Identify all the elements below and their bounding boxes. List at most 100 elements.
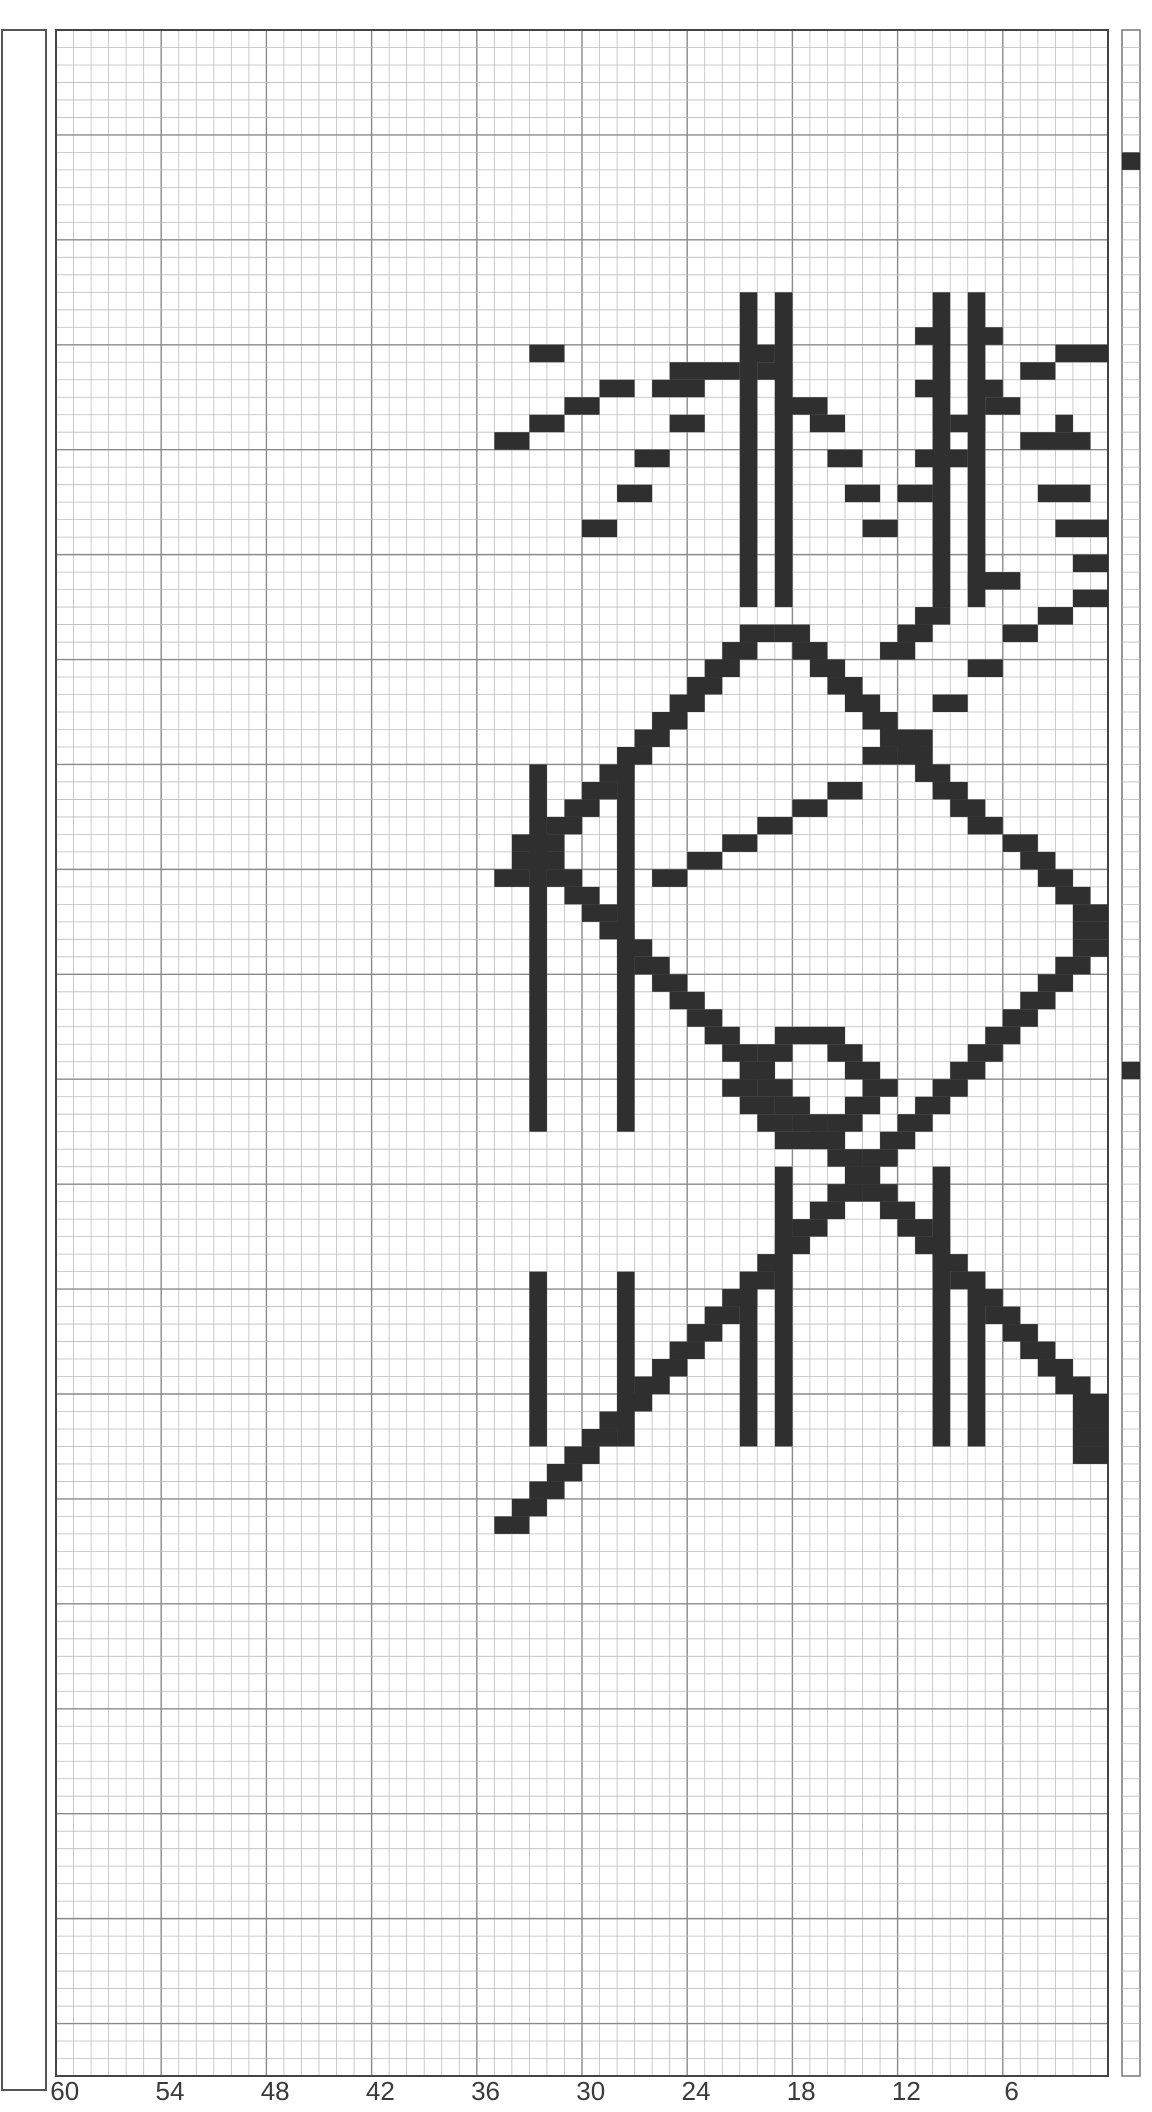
stitch-block xyxy=(582,904,617,921)
stitch-column xyxy=(933,292,951,607)
x-tick-label: 12 xyxy=(892,2076,921,2106)
stitch-block xyxy=(1020,432,1090,449)
stitch-block xyxy=(863,712,898,729)
stitch-block xyxy=(670,695,705,712)
stitch-block xyxy=(1038,485,1091,502)
stitch-block xyxy=(775,1027,845,1044)
stitch-block xyxy=(740,1062,775,1079)
stitch-block xyxy=(1073,1411,1108,1428)
stitch-block xyxy=(722,1044,757,1061)
stitch-block xyxy=(494,432,529,449)
stitch-block xyxy=(827,782,862,799)
stitch-block xyxy=(529,415,564,432)
stitch-column xyxy=(775,1167,793,1447)
stitch-block xyxy=(1073,555,1108,572)
stitch-block xyxy=(792,1114,827,1131)
x-tick-label: 42 xyxy=(366,2076,395,2106)
stitch-block xyxy=(564,397,599,414)
stitch-column xyxy=(529,764,547,1131)
stitch-column xyxy=(775,292,793,607)
stitch-block xyxy=(1073,1446,1108,1463)
stitch-block xyxy=(775,1097,810,1114)
stitch-block xyxy=(1055,1377,1090,1394)
stitch-column xyxy=(617,764,635,1131)
stitch-block xyxy=(1073,922,1108,939)
stitch-block xyxy=(757,1044,792,1061)
stitch-block xyxy=(845,1062,880,1079)
stitch-column xyxy=(740,292,758,607)
stitch-block xyxy=(933,695,968,712)
stitch-block xyxy=(950,1062,985,1079)
stitch-block xyxy=(827,1184,862,1201)
stitch-block xyxy=(652,712,687,729)
stitch-block xyxy=(652,1359,687,1376)
stitch-block xyxy=(757,817,792,834)
stitch-block xyxy=(827,1149,862,1166)
x-tick-label: 6 xyxy=(1004,2076,1018,2106)
stitch-block xyxy=(898,485,933,502)
stitch-block xyxy=(722,642,757,659)
stitch-block xyxy=(898,1114,933,1131)
stitch-block xyxy=(740,1097,775,1114)
stitch-column xyxy=(529,1272,547,1447)
stitch-block xyxy=(687,852,722,869)
stitch-block xyxy=(898,1219,933,1236)
stitch-block xyxy=(705,1027,740,1044)
stitch-column xyxy=(617,1272,635,1447)
stitch-block xyxy=(1020,852,1055,869)
stitch-block xyxy=(845,695,880,712)
stitch-block xyxy=(985,397,1020,414)
stitch-block xyxy=(985,1027,1020,1044)
stitch-block xyxy=(950,799,985,816)
stitch-block xyxy=(617,485,652,502)
stitch-block xyxy=(670,415,705,432)
stitch-column xyxy=(968,1272,986,1447)
stitch-block xyxy=(792,642,827,659)
stitch-block xyxy=(635,957,670,974)
stitch-block xyxy=(1020,362,1055,379)
stitch-block xyxy=(775,1132,845,1149)
stitch-block xyxy=(582,782,617,799)
stitch-block xyxy=(635,450,670,467)
stitch-block xyxy=(635,1377,670,1394)
stitch-block xyxy=(757,1114,792,1131)
stitch-block xyxy=(547,1464,582,1481)
stitch-block xyxy=(915,764,950,781)
stitch-block xyxy=(792,1219,827,1236)
stitch-block xyxy=(915,1097,950,1114)
x-tick-label: 24 xyxy=(682,2076,711,2106)
stitch-block xyxy=(757,1079,792,1096)
stitch-block xyxy=(547,869,582,886)
left-margin-strip xyxy=(2,30,46,2090)
stitch-block xyxy=(1055,957,1090,974)
stitch-block xyxy=(1055,345,1108,362)
stitch-block xyxy=(1003,625,1038,642)
stitch-block xyxy=(512,1499,547,1516)
stitch-column xyxy=(740,1272,758,1447)
stitch-block xyxy=(687,1009,722,1026)
stitch-block xyxy=(880,729,915,746)
stitch-block xyxy=(705,660,740,677)
stitch-block xyxy=(863,1079,898,1096)
stitch-block xyxy=(863,520,898,537)
stitch-block xyxy=(880,1202,915,1219)
stitch-block xyxy=(722,834,757,851)
stitch-block xyxy=(1073,1429,1108,1446)
stitch-block xyxy=(1073,904,1108,921)
stitch-block xyxy=(652,974,687,991)
stitch-block xyxy=(863,1149,898,1166)
stitch-block xyxy=(617,747,652,764)
row-marker xyxy=(1122,152,1140,169)
stitch-block xyxy=(863,1184,898,1201)
stitch-block xyxy=(845,485,880,502)
stitch-block xyxy=(547,817,582,834)
stitch-block xyxy=(1073,939,1108,956)
stitch-block xyxy=(810,1202,845,1219)
stitch-block xyxy=(529,1481,564,1498)
row-marker xyxy=(1122,1062,1140,1079)
stitch-block xyxy=(1020,1342,1055,1359)
stitch-block xyxy=(494,1516,529,1533)
stitch-block xyxy=(985,1307,1020,1324)
stitch-block xyxy=(652,380,705,397)
